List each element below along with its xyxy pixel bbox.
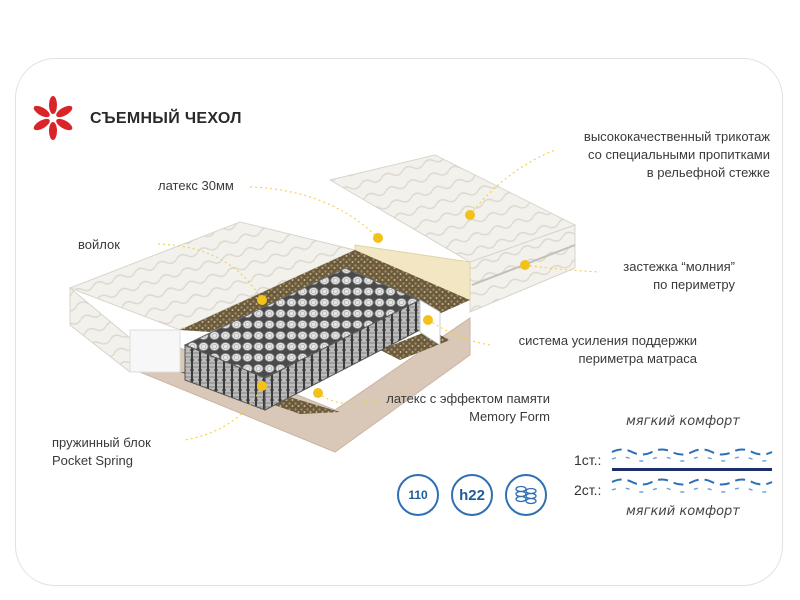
firmness-side1-label: 1ст.: [574,452,602,468]
label-latex-top: латекс 30мм [158,178,234,193]
firmness-side1-feel: мягкий комфорт [626,414,740,429]
label-felt: войлок [78,237,120,252]
firmness-diagram [611,448,773,493]
height-value: h22 [459,486,485,504]
label-support-line1: система усиления поддержки [518,333,697,348]
wave-top-2 [611,456,773,462]
height-icon: h22 [451,474,493,516]
label-memory-line1: латекс с эффектом памяти [386,391,550,406]
label-cover-line1: высококачественный трикотаж [583,129,770,144]
label-support: система усиления поддержки периметра мат… [492,332,697,368]
brand-title: СЪЕМНЫЙ ЧЕХОЛ [90,110,242,127]
label-support-line2: периметра матраса [578,351,697,366]
red-asterisk-icon [33,96,73,140]
label-memory-latex: латекс с эффектом памяти Memory Form [378,390,550,426]
label-memory-line2: Memory Form [469,409,550,424]
firmness-side2-label: 2ст.: [574,482,602,498]
firmness-side2-feel: мягкий комфорт [626,504,740,519]
wave-divider [612,468,772,471]
label-zipper-line2: по периметру [653,277,735,292]
callout-lines [157,149,601,441]
callout-dots [257,210,530,398]
label-spring-block: пружинный блок Pocket Spring [52,434,151,470]
label-zipper: застежка “молния” по периметру [590,258,735,294]
card-frame [15,58,783,586]
label-cover-line3: в рельефной стежке [646,165,770,180]
pocket-spring-icon [505,474,547,516]
label-zipper-line1: застежка “молния” [623,259,735,274]
label-spring-block-line1: пружинный блок [52,435,151,450]
label-cover: высококачественный трикотаж со специальн… [548,128,770,182]
wave-top [611,448,773,456]
wave-bottom [611,478,773,486]
wave-bottom-2 [611,487,773,493]
label-cover-line2: со специальными пропитками [587,147,770,162]
spring-glyph [515,485,537,505]
label-spring-block-line2: Pocket Spring [52,453,133,468]
weight-limit-icon: 110 [397,474,439,516]
weight-limit-value: 110 [408,488,428,502]
felt-layer [180,250,470,332]
